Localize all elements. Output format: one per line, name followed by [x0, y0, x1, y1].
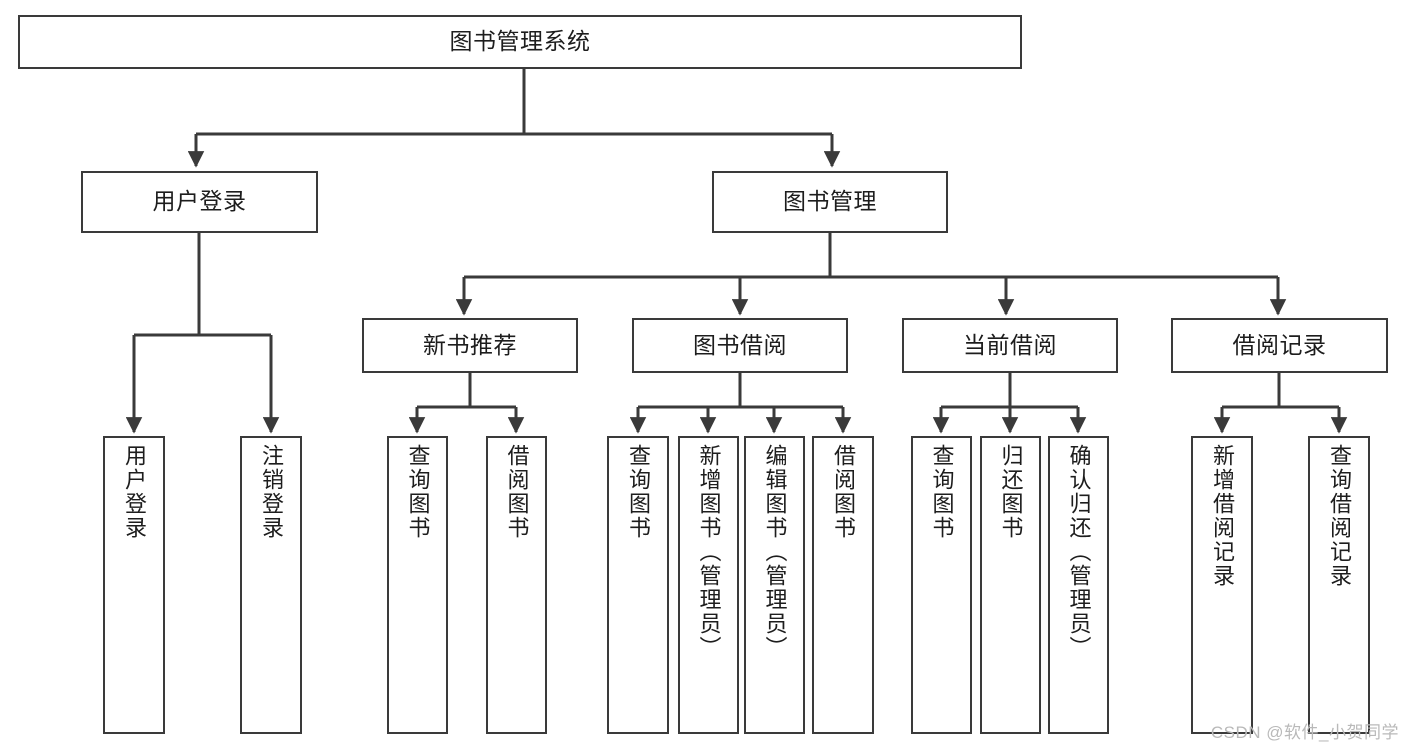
node-book-borrow-label: 图书借阅 [693, 331, 787, 358]
leaf-borrow-book[interactable]: 借阅图书 [812, 436, 874, 734]
leaf-query-book-recommend[interactable]: 查询图书 [387, 436, 448, 734]
leaf-user-login-label: 用户登录 [122, 444, 147, 540]
leaf-query-borrow-record[interactable]: 查询借阅记录 [1308, 436, 1370, 734]
node-book-borrow[interactable]: 图书借阅 [632, 318, 848, 373]
node-book-manage-label: 图书管理 [783, 188, 877, 215]
leaf-confirm-return[interactable]: 确认归还（管理员） [1048, 436, 1109, 734]
leaf-borrow-book-label: 借阅图书 [831, 444, 856, 540]
node-root[interactable]: 图书管理系统 [18, 15, 1022, 69]
leaf-confirm-return-label: 确认归还（管理员） [1066, 444, 1092, 660]
leaf-add-book[interactable]: 新增图书（管理员） [678, 436, 739, 734]
leaf-borrow-book-recommend[interactable]: 借阅图书 [486, 436, 547, 734]
leaf-logout[interactable]: 注销登录 [240, 436, 302, 734]
leaf-query-book-borrow-label: 查询图书 [626, 444, 651, 540]
node-borrow-record[interactable]: 借阅记录 [1171, 318, 1388, 373]
node-user-login[interactable]: 用户登录 [81, 171, 318, 233]
leaf-query-book-recommend-label: 查询图书 [405, 444, 431, 540]
leaf-query-borrow-record-label: 查询借阅记录 [1327, 444, 1352, 588]
leaf-edit-book[interactable]: 编辑图书（管理员） [744, 436, 805, 734]
node-root-label: 图书管理系统 [449, 28, 591, 55]
node-current-borrow[interactable]: 当前借阅 [902, 318, 1118, 373]
leaf-query-book-borrow[interactable]: 查询图书 [607, 436, 669, 734]
leaf-logout-label: 注销登录 [259, 444, 284, 540]
node-book-manage[interactable]: 图书管理 [712, 171, 948, 233]
node-new-book-recommend[interactable]: 新书推荐 [362, 318, 578, 373]
leaf-edit-book-label: 编辑图书（管理员） [762, 444, 788, 660]
node-new-book-recommend-label: 新书推荐 [423, 331, 517, 358]
leaf-query-book-current-label: 查询图书 [929, 444, 955, 540]
leaf-add-borrow-record-label: 新增借阅记录 [1210, 444, 1235, 588]
leaf-return-book-label: 归还图书 [998, 444, 1024, 540]
leaf-add-book-label: 新增图书（管理员） [696, 444, 722, 660]
leaf-add-borrow-record[interactable]: 新增借阅记录 [1191, 436, 1253, 734]
watermark-csdn: CSDN @软件_小贺同学 [1210, 723, 1399, 742]
leaf-user-login[interactable]: 用户登录 [103, 436, 165, 734]
node-borrow-record-label: 借阅记录 [1232, 331, 1327, 358]
node-user-login-label: 用户登录 [152, 188, 247, 215]
leaf-query-book-current[interactable]: 查询图书 [911, 436, 972, 734]
node-current-borrow-label: 当前借阅 [963, 331, 1057, 358]
leaf-return-book[interactable]: 归还图书 [980, 436, 1041, 734]
leaf-borrow-book-recommend-label: 借阅图书 [504, 444, 530, 540]
